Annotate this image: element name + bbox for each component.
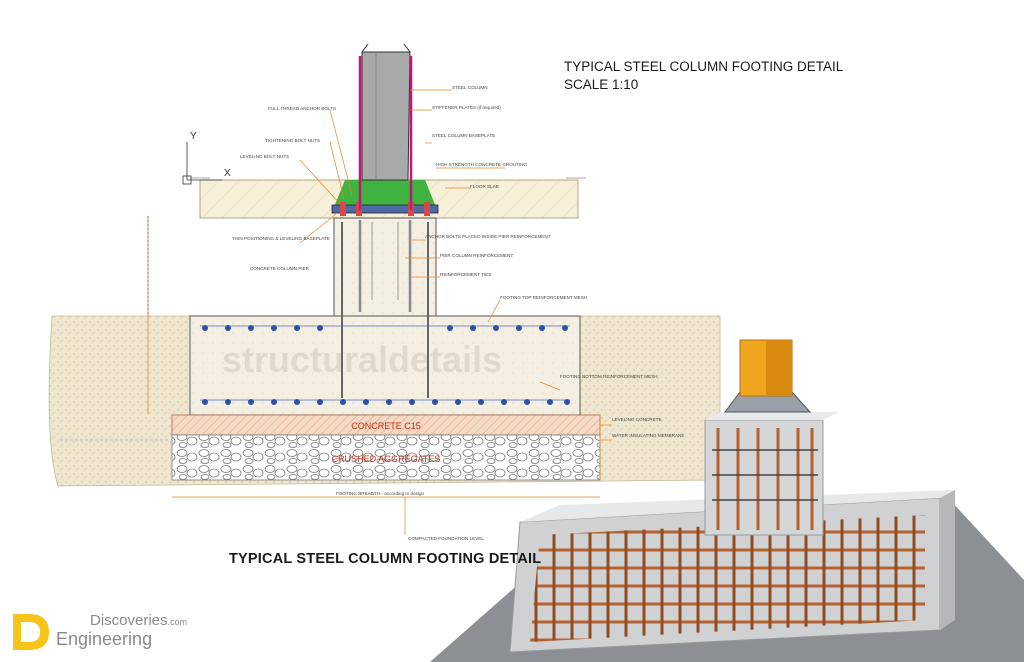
aggregates-label: CRUSHED AGGREGATES <box>332 454 441 464</box>
concrete-pier <box>333 217 437 317</box>
title-line-1: TYPICAL STEEL COLUMN FOOTING DETAIL <box>564 59 844 74</box>
note-top-mesh: FOOTING TOP REINFORCEMENT MESH <box>500 295 587 300</box>
note-water-membrane: WATER INSULATING MEMBRANE <box>612 433 684 438</box>
drawing-title: TYPICAL STEEL COLUMN FOOTING DETAIL SCAL… <box>564 58 843 94</box>
note-leveling-concrete: LEVELING CONCRETE <box>612 417 662 422</box>
note-reinforcement-ties: REINFORCEMENT TIES <box>440 272 491 277</box>
axis-y-label: Y <box>190 131 197 142</box>
note-steel-column: STEEL COLUMN <box>452 85 488 90</box>
note-anchor-placed: ANCHOR BOLTS PLACED INSIDE PIER REINFORC… <box>425 234 551 239</box>
leader-lines <box>299 89 612 535</box>
note-bottom-mesh: FOOTING BOTTOM REINFORCEMENT MESH <box>560 374 658 379</box>
dimension-lines <box>60 216 601 498</box>
note-concrete-pier: CONCRETE COLUMN PIER <box>250 266 310 271</box>
diagram-caption: TYPICAL STEEL COLUMN FOOTING DETAIL <box>229 551 542 567</box>
note-tightening-nuts: TIGHTENING BOLT NUTS <box>265 138 320 143</box>
crushed-aggregates-layer <box>171 434 601 481</box>
note-anchor-bolts: FULL THREAD ANCHOR BOLTS <box>268 106 336 111</box>
note-grouting: HIGH STRENGTH CONCRETE GROUTING <box>436 162 528 167</box>
top-rebar-dots <box>200 325 570 331</box>
brand-name-bottom: Engineering <box>56 629 153 649</box>
axis-indicator: Y X <box>182 131 231 185</box>
note-compacted-level: COMPACTED FOUNDATION LEVEL <box>408 536 484 541</box>
watermark-text: structuraldetails <box>222 339 502 380</box>
note-thin-plate: THIN POSITIONING & LEVELING BASEPLATE <box>232 236 330 241</box>
note-pier-reinforcement: PIER COLUMN REINFORCEMENT <box>440 253 513 258</box>
bottom-rebar-dots <box>200 399 570 405</box>
brand-logo-icon <box>13 614 49 650</box>
steel-column <box>361 51 411 181</box>
title-line-2: SCALE 1:10 <box>564 77 639 92</box>
axis-x-label: X <box>224 168 231 179</box>
pier-3d <box>704 419 824 536</box>
rebar-cage-3d <box>530 515 925 642</box>
note-stiffener-plates: STIFFENER PLATES (if required) <box>432 105 501 110</box>
note-footing-breadth: FOOTING BREADTH - according to design <box>336 491 425 496</box>
note-leveling-nuts: LEVELING BOLT NUTS <box>240 154 289 159</box>
brand-name-top: Discoveries.com <box>90 612 188 629</box>
annotations: STEEL COLUMN STIFFENER PLATES (if requir… <box>232 85 684 541</box>
note-floor-slab: FLOOR SLAB <box>470 184 499 189</box>
note-baseplate: STEEL COLUMN BASEPLATE <box>432 133 495 138</box>
footing-pad <box>189 315 581 416</box>
pier-rebar-3d <box>712 428 818 530</box>
footing-3d-render <box>430 339 1024 662</box>
column-baseplate <box>331 204 439 214</box>
concrete-label: CONCRETE C15 <box>351 421 421 431</box>
pier-reinforcement <box>341 220 429 398</box>
